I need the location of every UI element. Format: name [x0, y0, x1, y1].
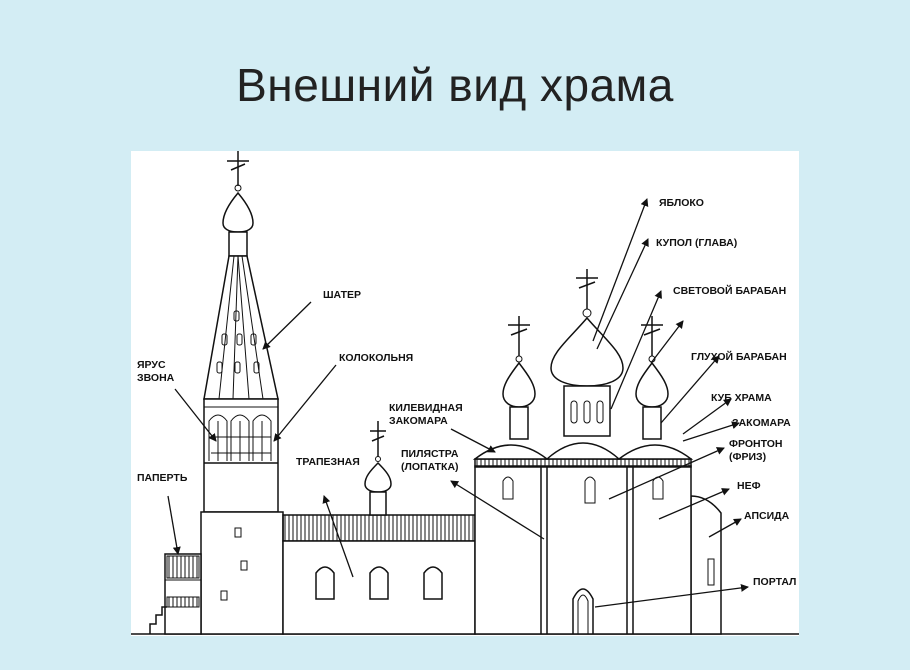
label-yarus-line1: ЯРУС — [137, 359, 166, 371]
label-pilyastra-line1: ПИЛЯСТРА — [401, 448, 459, 460]
label-kupol: КУПОЛ (ГЛАВА) — [656, 237, 737, 249]
label-kolokolnya: КОЛОКОЛЬНЯ — [339, 352, 413, 364]
label-yabloko: ЯБЛОКО — [659, 197, 704, 209]
porch — [149, 553, 202, 635]
label-pilyastra-line2: (ЛОПАТКА) — [401, 461, 459, 473]
label-portal: ПОРТАЛ — [753, 576, 796, 588]
label-gluhoy-baraban: ГЛУХОЙ БАРАБАН — [691, 350, 787, 363]
label-fronton-line2: (ФРИЗ) — [729, 451, 766, 463]
refectory — [282, 421, 476, 635]
label-kub-hrama: КУБ ХРАМА — [711, 392, 772, 404]
label-shater: ШАТЕР — [323, 289, 361, 301]
label-zakomara: ЗАКОМАРА — [732, 417, 791, 429]
slide-title: Внешний вид храма — [236, 59, 674, 111]
pointer-arrows — [167, 198, 749, 608]
label-paperty: ПАПЕРТЬ — [137, 472, 188, 484]
label-kilevidnaya-line2: ЗАКОМАРА — [389, 415, 448, 427]
main-church — [472, 269, 722, 635]
label-svetovoy-baraban: СВЕТОВОЙ БАРАБАН — [673, 284, 786, 297]
bell-tower — [200, 151, 284, 635]
church-diagram: ЯБЛОКО КУПОЛ (ГЛАВА) СВЕТОВОЙ БАРАБАН ША… — [131, 151, 799, 636]
label-trapeznaya: ТРАПЕЗНАЯ — [296, 456, 360, 468]
label-apsida: АПСИДА — [744, 510, 790, 522]
label-fronton-line1: ФРОНТОН — [729, 438, 782, 450]
label-yarus-line2: ЗВОНА — [137, 372, 175, 384]
label-kilevidnaya-line1: КИЛЕВИДНАЯ — [389, 402, 463, 414]
label-nef: НЕФ — [737, 480, 761, 492]
labels: ЯБЛОКО КУПОЛ (ГЛАВА) СВЕТОВОЙ БАРАБАН ША… — [137, 197, 796, 588]
